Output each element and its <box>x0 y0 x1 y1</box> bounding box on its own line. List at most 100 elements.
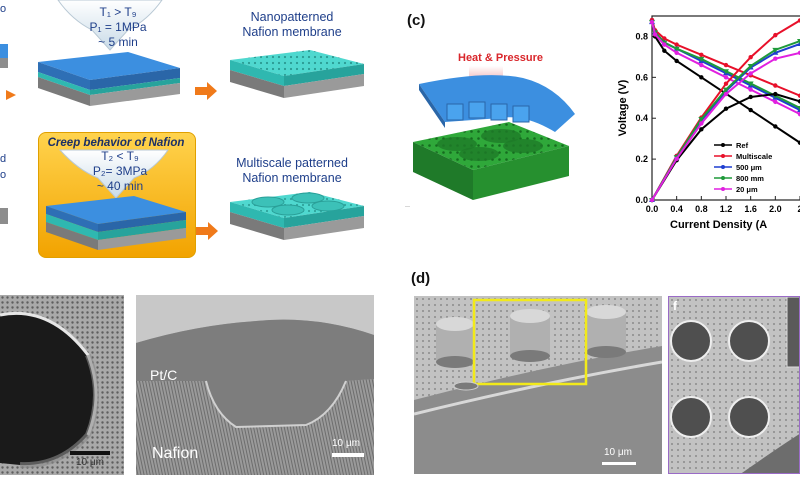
x-tick-label: 2.0 <box>769 204 782 214</box>
creep-title: Creep behavior of Nafion <box>47 137 185 149</box>
data-point <box>674 58 679 64</box>
chart-curves <box>649 17 800 203</box>
y-tick-label: 0.8 <box>635 31 648 41</box>
data-point <box>797 18 800 23</box>
sem4-sub-label: f <box>673 299 677 313</box>
data-point <box>723 91 729 97</box>
data-point <box>723 106 729 111</box>
data-point <box>674 50 679 55</box>
x-tick-label: 0.0 <box>646 204 659 214</box>
data-point <box>773 56 778 61</box>
pillar-2 <box>510 309 550 362</box>
data-point <box>773 83 778 88</box>
nanopatterned-membrane <box>230 50 364 98</box>
legend-marker <box>721 154 725 158</box>
panel-c-letter: (c) <box>407 12 426 29</box>
legend-marker <box>721 165 725 169</box>
y-axis-label: Voltage (V) <box>617 79 629 136</box>
legend-marker <box>721 143 725 147</box>
data-point <box>773 124 778 129</box>
data-point <box>747 81 754 87</box>
data-point <box>699 52 704 58</box>
step1-time: ~ 5 min <box>98 35 138 49</box>
x-tick-label: 0.8 <box>695 204 708 214</box>
legend-marker <box>721 187 725 191</box>
data-point <box>797 140 800 145</box>
sem-image-hole: 10 μm <box>0 295 124 475</box>
data-point <box>797 106 800 111</box>
sem-image-cross-section: Pt/C Nafion 10 μm <box>136 295 374 475</box>
panel-d-letter: (d) <box>411 270 431 287</box>
label-ptc: Pt/C <box>150 367 178 383</box>
step1-temp: T₁ > T₉ <box>99 5 137 19</box>
sem2-scale-label: 10 μm <box>332 438 360 449</box>
data-point <box>797 50 800 55</box>
data-point <box>748 71 753 76</box>
zoom-highlight-box <box>472 298 588 386</box>
result2-line1: Multiscale patterned <box>236 156 348 170</box>
step1-pressure: P₁ = 1MPa <box>89 20 147 34</box>
svg-text:—: — <box>405 204 410 210</box>
x-axis-label: Current Density (A <box>670 219 767 231</box>
data-point <box>797 93 800 98</box>
data-point <box>747 64 754 70</box>
legend-label: 500 μm <box>736 163 762 172</box>
step2-pressure: P₂= 3MPa <box>92 164 148 178</box>
panel-a: o d o T₁ > T₉ P₁ = 1MPa ~ 5 min Nanopatt… <box>0 0 400 262</box>
y-tick-label: 0.6 <box>635 72 648 82</box>
legend-label: Multiscale <box>736 152 772 161</box>
result2-line2: Nafion membrane <box>242 171 342 185</box>
sem3-scale-label: 10 μm <box>604 447 632 458</box>
legend-marker <box>721 176 725 180</box>
result1-line2: Nafion membrane <box>242 25 342 39</box>
x-tick-label: 1.2 <box>720 204 733 214</box>
panel-c-schematic: — <box>405 66 575 210</box>
result1-line1: Nanopatterned <box>250 10 334 24</box>
data-point <box>797 99 800 104</box>
data-point <box>797 39 800 45</box>
legend-label: 20 μm <box>736 185 758 194</box>
data-point <box>748 55 753 60</box>
data-point <box>652 32 658 37</box>
data-point <box>698 56 705 62</box>
data-point <box>773 91 778 97</box>
data-point <box>649 19 655 25</box>
sem-image-holes: f <box>668 296 800 474</box>
step1-stack <box>38 0 180 106</box>
y-tick-label: 0.2 <box>635 154 648 164</box>
heat-pressure-label: Heat & Pressure <box>458 52 543 64</box>
data-point <box>773 32 778 38</box>
svg-text:o: o <box>0 169 6 181</box>
data-point <box>748 107 753 113</box>
step2-stack <box>46 149 186 250</box>
data-point <box>698 117 705 123</box>
data-point <box>723 75 729 80</box>
data-point <box>723 62 729 68</box>
panel-a-left-edge: o d o <box>0 3 16 224</box>
x-tick-label: 0.4 <box>670 204 683 214</box>
polarization-chart: 0.00.20.40.60.80.00.40.81.21.62.02Voltag… <box>617 15 800 231</box>
step2-temp: T₂ < T₉ <box>101 149 139 163</box>
data-point <box>723 87 729 93</box>
label-nafion: Nafion <box>152 445 199 462</box>
pillar-3 <box>586 305 626 358</box>
y-tick-label: 0.4 <box>635 113 648 123</box>
data-point <box>723 81 729 86</box>
x-tick-label: 2 <box>797 204 800 214</box>
step2-time: ~ 40 min <box>96 179 144 193</box>
pillar-1 <box>436 317 474 368</box>
data-point <box>723 69 729 75</box>
legend-label: Ref <box>736 141 749 150</box>
data-point <box>748 94 753 100</box>
data-point <box>662 36 667 41</box>
sem-image-pillars: 10 μm <box>414 296 662 474</box>
data-point <box>797 111 800 117</box>
legend-label: 800 mm <box>736 174 764 183</box>
data-point <box>649 197 655 203</box>
data-point <box>662 48 667 53</box>
data-point <box>699 62 704 68</box>
data-point <box>772 47 779 53</box>
y-tick-label: 0.0 <box>635 195 648 205</box>
data-point <box>699 127 704 132</box>
